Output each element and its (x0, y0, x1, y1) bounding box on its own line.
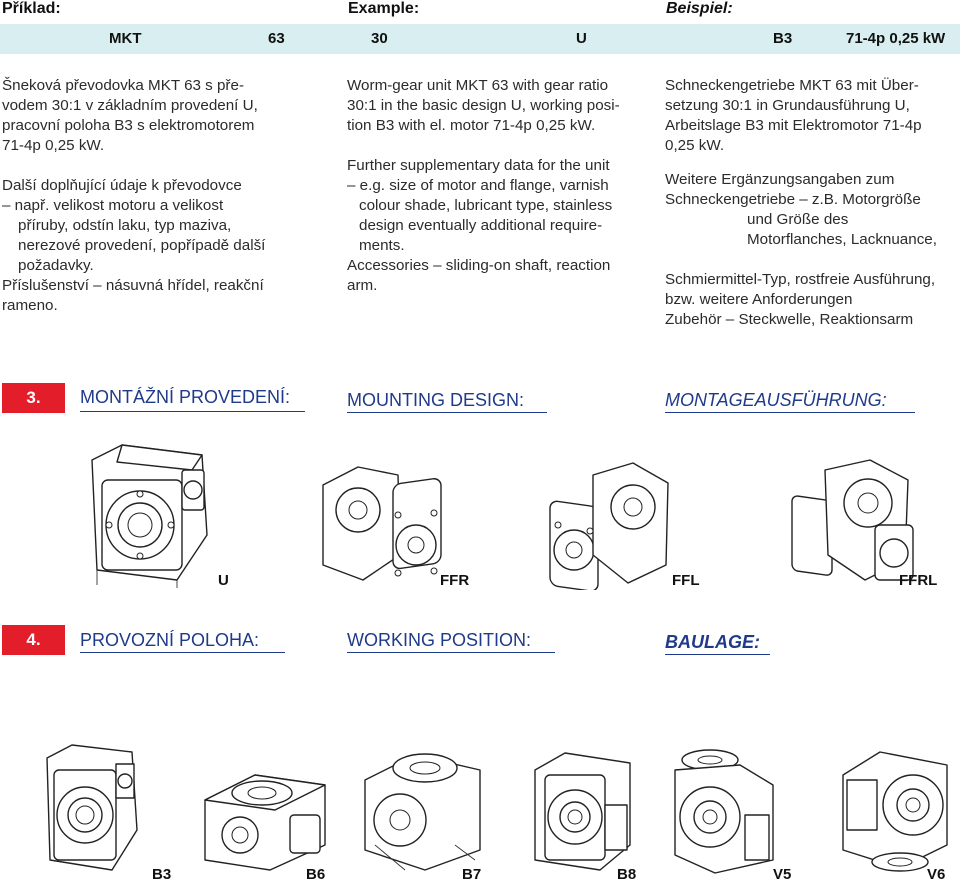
example-label-cs: Příklad: (2, 0, 61, 17)
text-line: Šneková převodovka MKT 63 s pře- (2, 77, 244, 94)
section-rule (665, 412, 915, 413)
text-line: design eventually additional require- (359, 217, 603, 234)
example-type: MKT (109, 30, 142, 47)
text-line: setzung 30:1 in Grundausführung U, (665, 97, 910, 114)
position-code-v6: V6 (927, 866, 946, 883)
text-line: und Größe des (747, 211, 849, 228)
section-rule (665, 654, 770, 655)
text-column-cs: Šneková převodovka MKT 63 s pře- vodem 3… (2, 76, 312, 316)
text-line: Další doplňující údaje k převodovce (2, 177, 242, 194)
gearbox-drawing (665, 745, 780, 875)
text-line: tion B3 with el. motor 71-4p 0,25 kW. (347, 117, 596, 134)
position-code-b3: B3 (152, 866, 172, 883)
position-code-b8: B8 (617, 866, 637, 883)
example-label-de: Beispiel: (666, 0, 733, 17)
text-line: 71-4p 0,25 kW. (2, 137, 105, 154)
section-title-cs: PROVOZNÍ POLOHA: (80, 630, 260, 650)
text-line: Further supplementary data for the unit (347, 157, 610, 174)
section-rule (347, 412, 547, 413)
position-code-b7: B7 (462, 866, 482, 883)
design-code-ffrl: FFRL (899, 572, 938, 589)
text-line: rameno. (2, 297, 58, 314)
design-code-ffl: FFL (672, 572, 700, 589)
section-title-de: BAULAGE: (665, 632, 760, 652)
text-line: bzw. weitere Anforderungen (665, 291, 853, 308)
example-motor: 71-4p 0,25 kW (846, 30, 946, 47)
example-size: 63 (268, 30, 285, 47)
text-line: Schmiermittel-Typ, rostfreie Ausführung, (665, 271, 936, 288)
gearbox-drawing (790, 455, 915, 590)
gearbox-drawing (355, 740, 490, 875)
gearbox-drawing (318, 455, 443, 590)
gearbox-drawing (200, 770, 330, 875)
design-code-u: U (218, 572, 229, 589)
text-line: Worm-gear unit MKT 63 with gear ratio (347, 77, 609, 94)
text-line: arm. (347, 277, 378, 294)
text-line: vodem 30:1 v základním provedení U, (2, 97, 258, 114)
example-code-bar: MKT 63 30 U B3 71-4p 0,25 kW (0, 24, 960, 54)
example-ratio: 30 (371, 30, 388, 47)
text-line: pracovní poloha B3 s elektromotorem (2, 117, 255, 134)
gearbox-drawing (548, 455, 673, 590)
design-code-ffr: FFR (440, 572, 470, 589)
text-line: Zubehör – Steckwelle, Reaktionsarm (665, 311, 914, 328)
position-code-b6: B6 (306, 866, 326, 883)
gearbox-drawing (530, 745, 635, 875)
text-line: Motorflanches, Lacknuance, (747, 231, 937, 248)
text-column-de: Schneckengetriebe MKT 63 mit Über- setzu… (665, 76, 960, 330)
text-line: 30:1 in the basic design U, working posi… (347, 97, 620, 114)
text-line: Příslušenství – násuvná hřídel, reakční (2, 277, 264, 294)
text-line: požadavky. (18, 257, 94, 274)
section-rule (80, 411, 305, 412)
section-rule (80, 652, 285, 653)
example-design: U (576, 30, 587, 47)
text-line: příruby, odstín laku, typ maziva, (18, 217, 232, 234)
text-line: Schneckengetriebe – z.B. Motorgröße (665, 191, 921, 208)
position-code-v5: V5 (773, 866, 792, 883)
section-title-de: MONTAGEAUSFÜHRUNG: (665, 390, 887, 410)
section-title-en: MOUNTING DESIGN: (347, 390, 525, 410)
gearbox-drawing (835, 740, 955, 875)
section-rule (347, 652, 555, 653)
text-line: ments. (359, 237, 405, 254)
text-line: – e.g. size of motor and flange, varnish (347, 177, 609, 194)
section-title-en: WORKING POSITION: (347, 630, 532, 650)
text-line: – např. velikost motoru a velikost (2, 197, 224, 214)
text-line: nerezové provedení, popřípadě další (18, 237, 266, 254)
text-line: 0,25 kW. (665, 137, 725, 154)
gearbox-drawing (42, 740, 142, 875)
example-position: B3 (773, 30, 793, 47)
section-number: 3. (2, 383, 65, 413)
text-line: Schneckengetriebe MKT 63 mit Über- (665, 77, 919, 94)
text-column-en: Worm-gear unit MKT 63 with gear ratio 30… (347, 76, 642, 296)
gearbox-drawing (82, 440, 217, 590)
text-line: Arbeitslage B3 mit Elektromotor 71-4p (665, 117, 922, 134)
example-label-en: Example: (348, 0, 420, 17)
text-line: Weitere Ergänzungsangaben zum (665, 171, 895, 188)
section-number: 4. (2, 625, 65, 655)
text-line: colour shade, lubricant type, stainless (359, 197, 613, 214)
section-title-cs: MONTÁŽNÍ PROVEDENÍ: (80, 387, 291, 407)
text-line: Accessories – sliding-on shaft, reaction (347, 257, 611, 274)
